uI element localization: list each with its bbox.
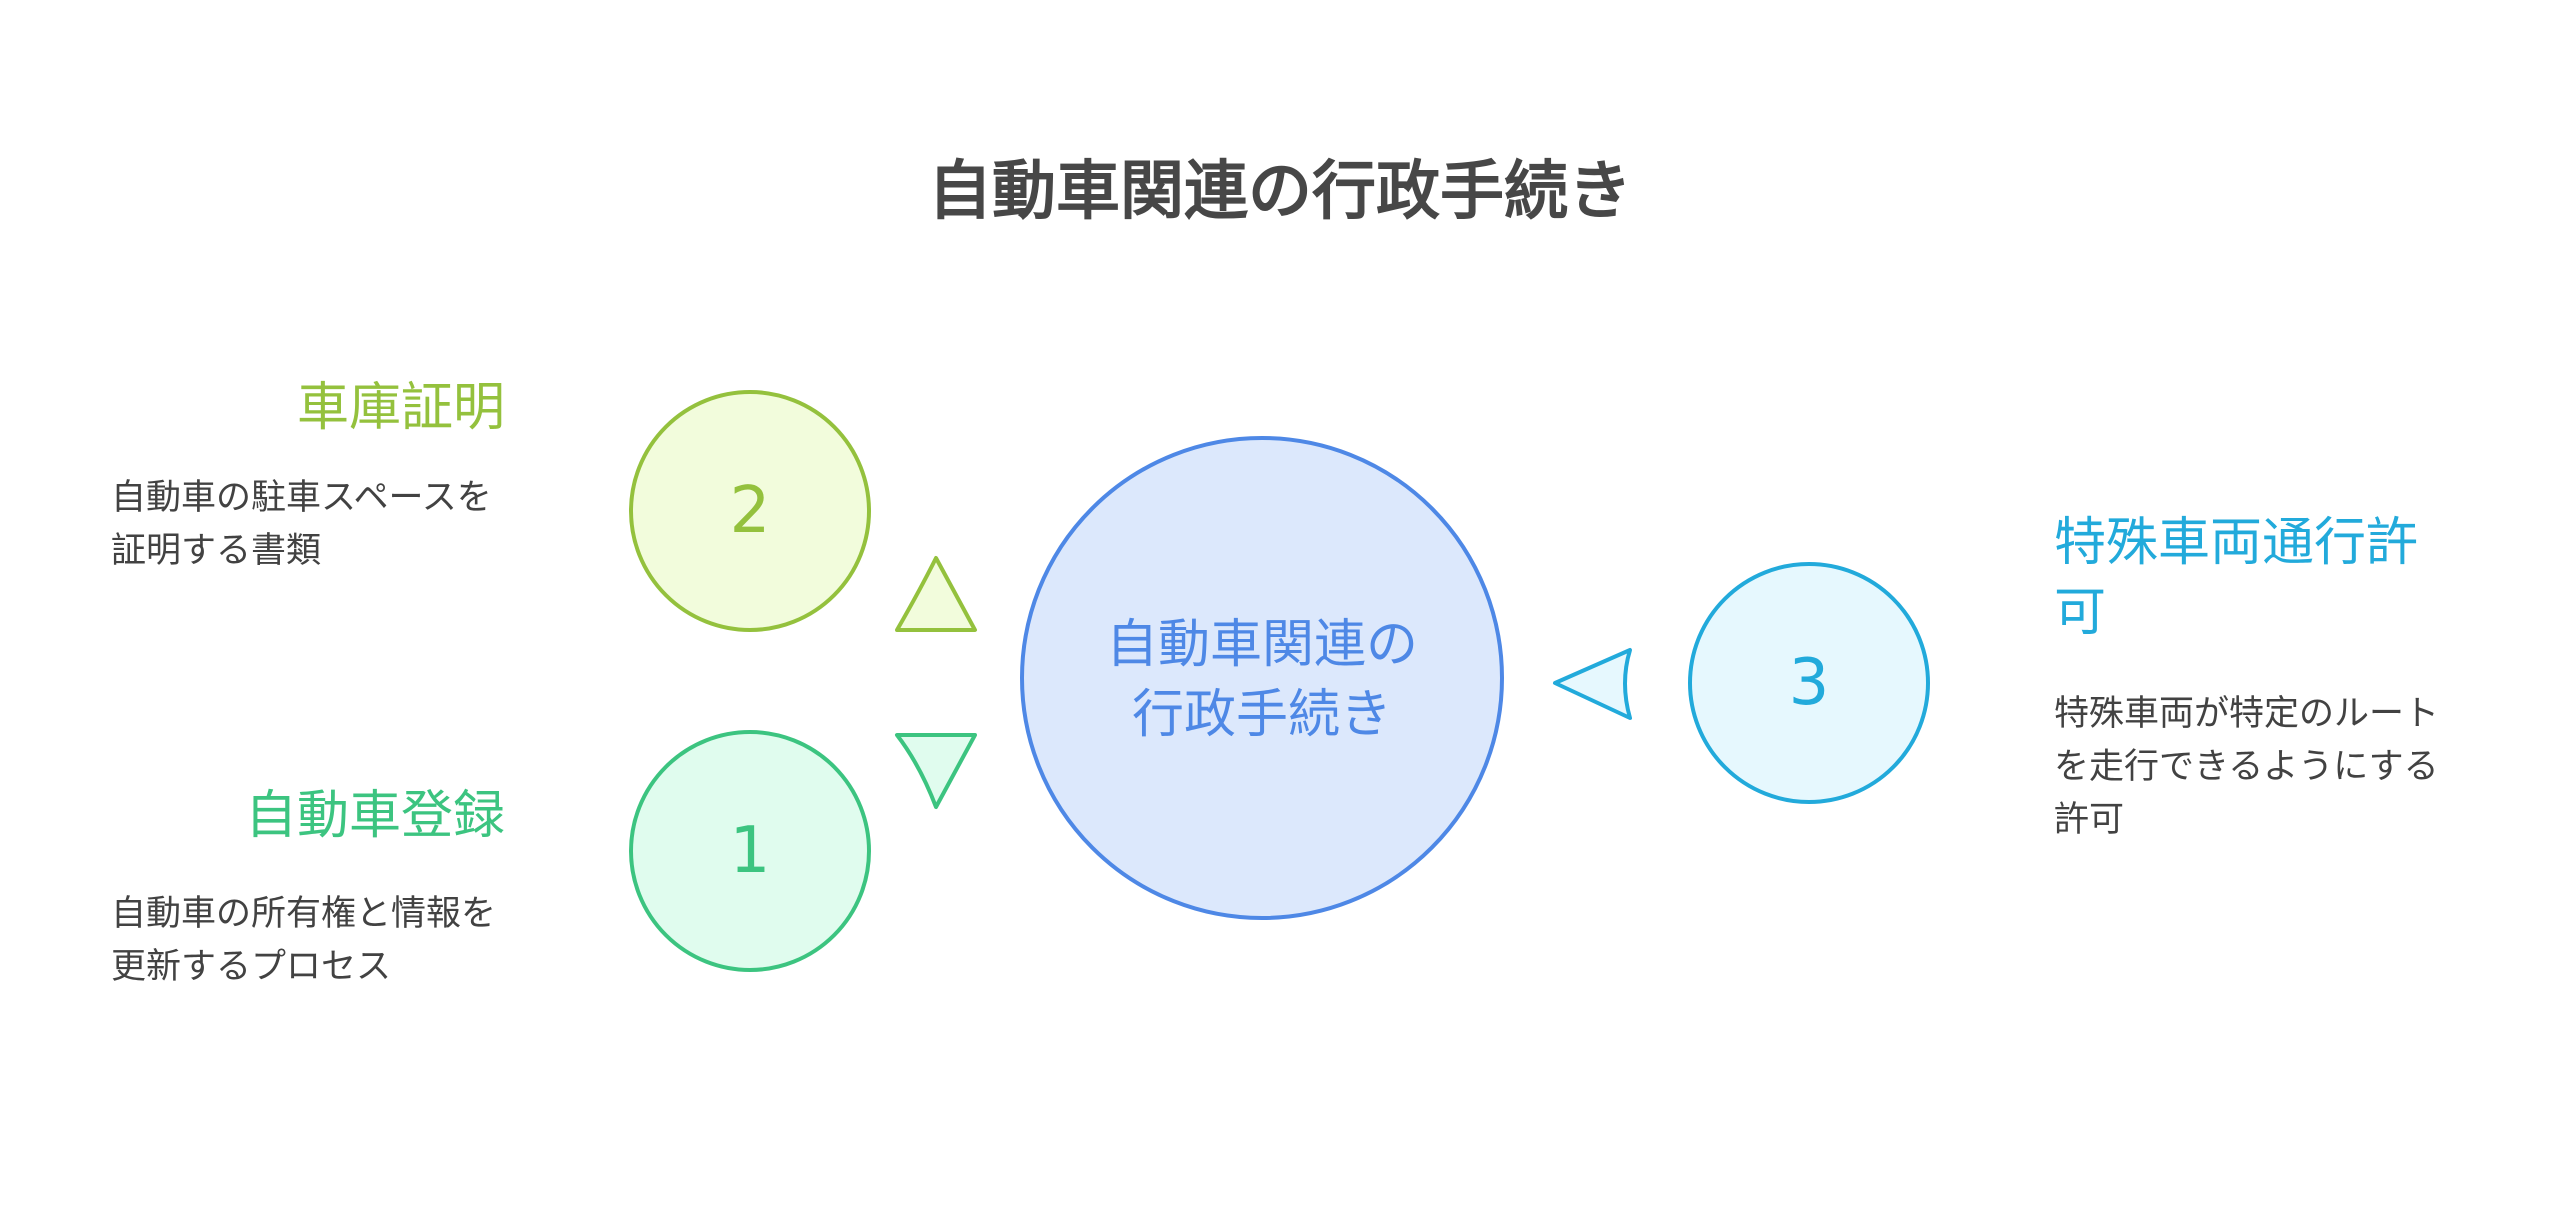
arrow-up-icon: [895, 556, 977, 632]
item-2-number: 2: [729, 474, 771, 548]
item-2-heading: 車庫証明: [296, 378, 505, 438]
item-3-circle: [1688, 562, 1930, 804]
item-3-heading: 特殊車両通行許可: [2054, 513, 2419, 643]
item-3-number: 3: [1788, 646, 1830, 720]
item-1-description: 自動車の所有権と情報を更新するプロセス: [111, 894, 497, 987]
center-circle: [1020, 436, 1504, 920]
item-2-description: 自動車の駐車スペースを証明する書類: [111, 478, 492, 571]
item-1-heading: 自動車登録: [244, 786, 505, 846]
item-3-description: 特殊車両が特定のルートを走行できるようにする許可: [2054, 694, 2440, 840]
diagram-title: 自動車関連の行政手続き: [928, 155, 1632, 229]
center-label: 自動車関連の行政手続き: [1105, 615, 1418, 745]
item-2-circle: [629, 390, 871, 632]
arrow-down-icon: [895, 733, 977, 809]
item-1-number: 1: [729, 814, 771, 888]
arrow-left-icon: [1553, 648, 1632, 720]
item-1-circle: [629, 730, 871, 972]
